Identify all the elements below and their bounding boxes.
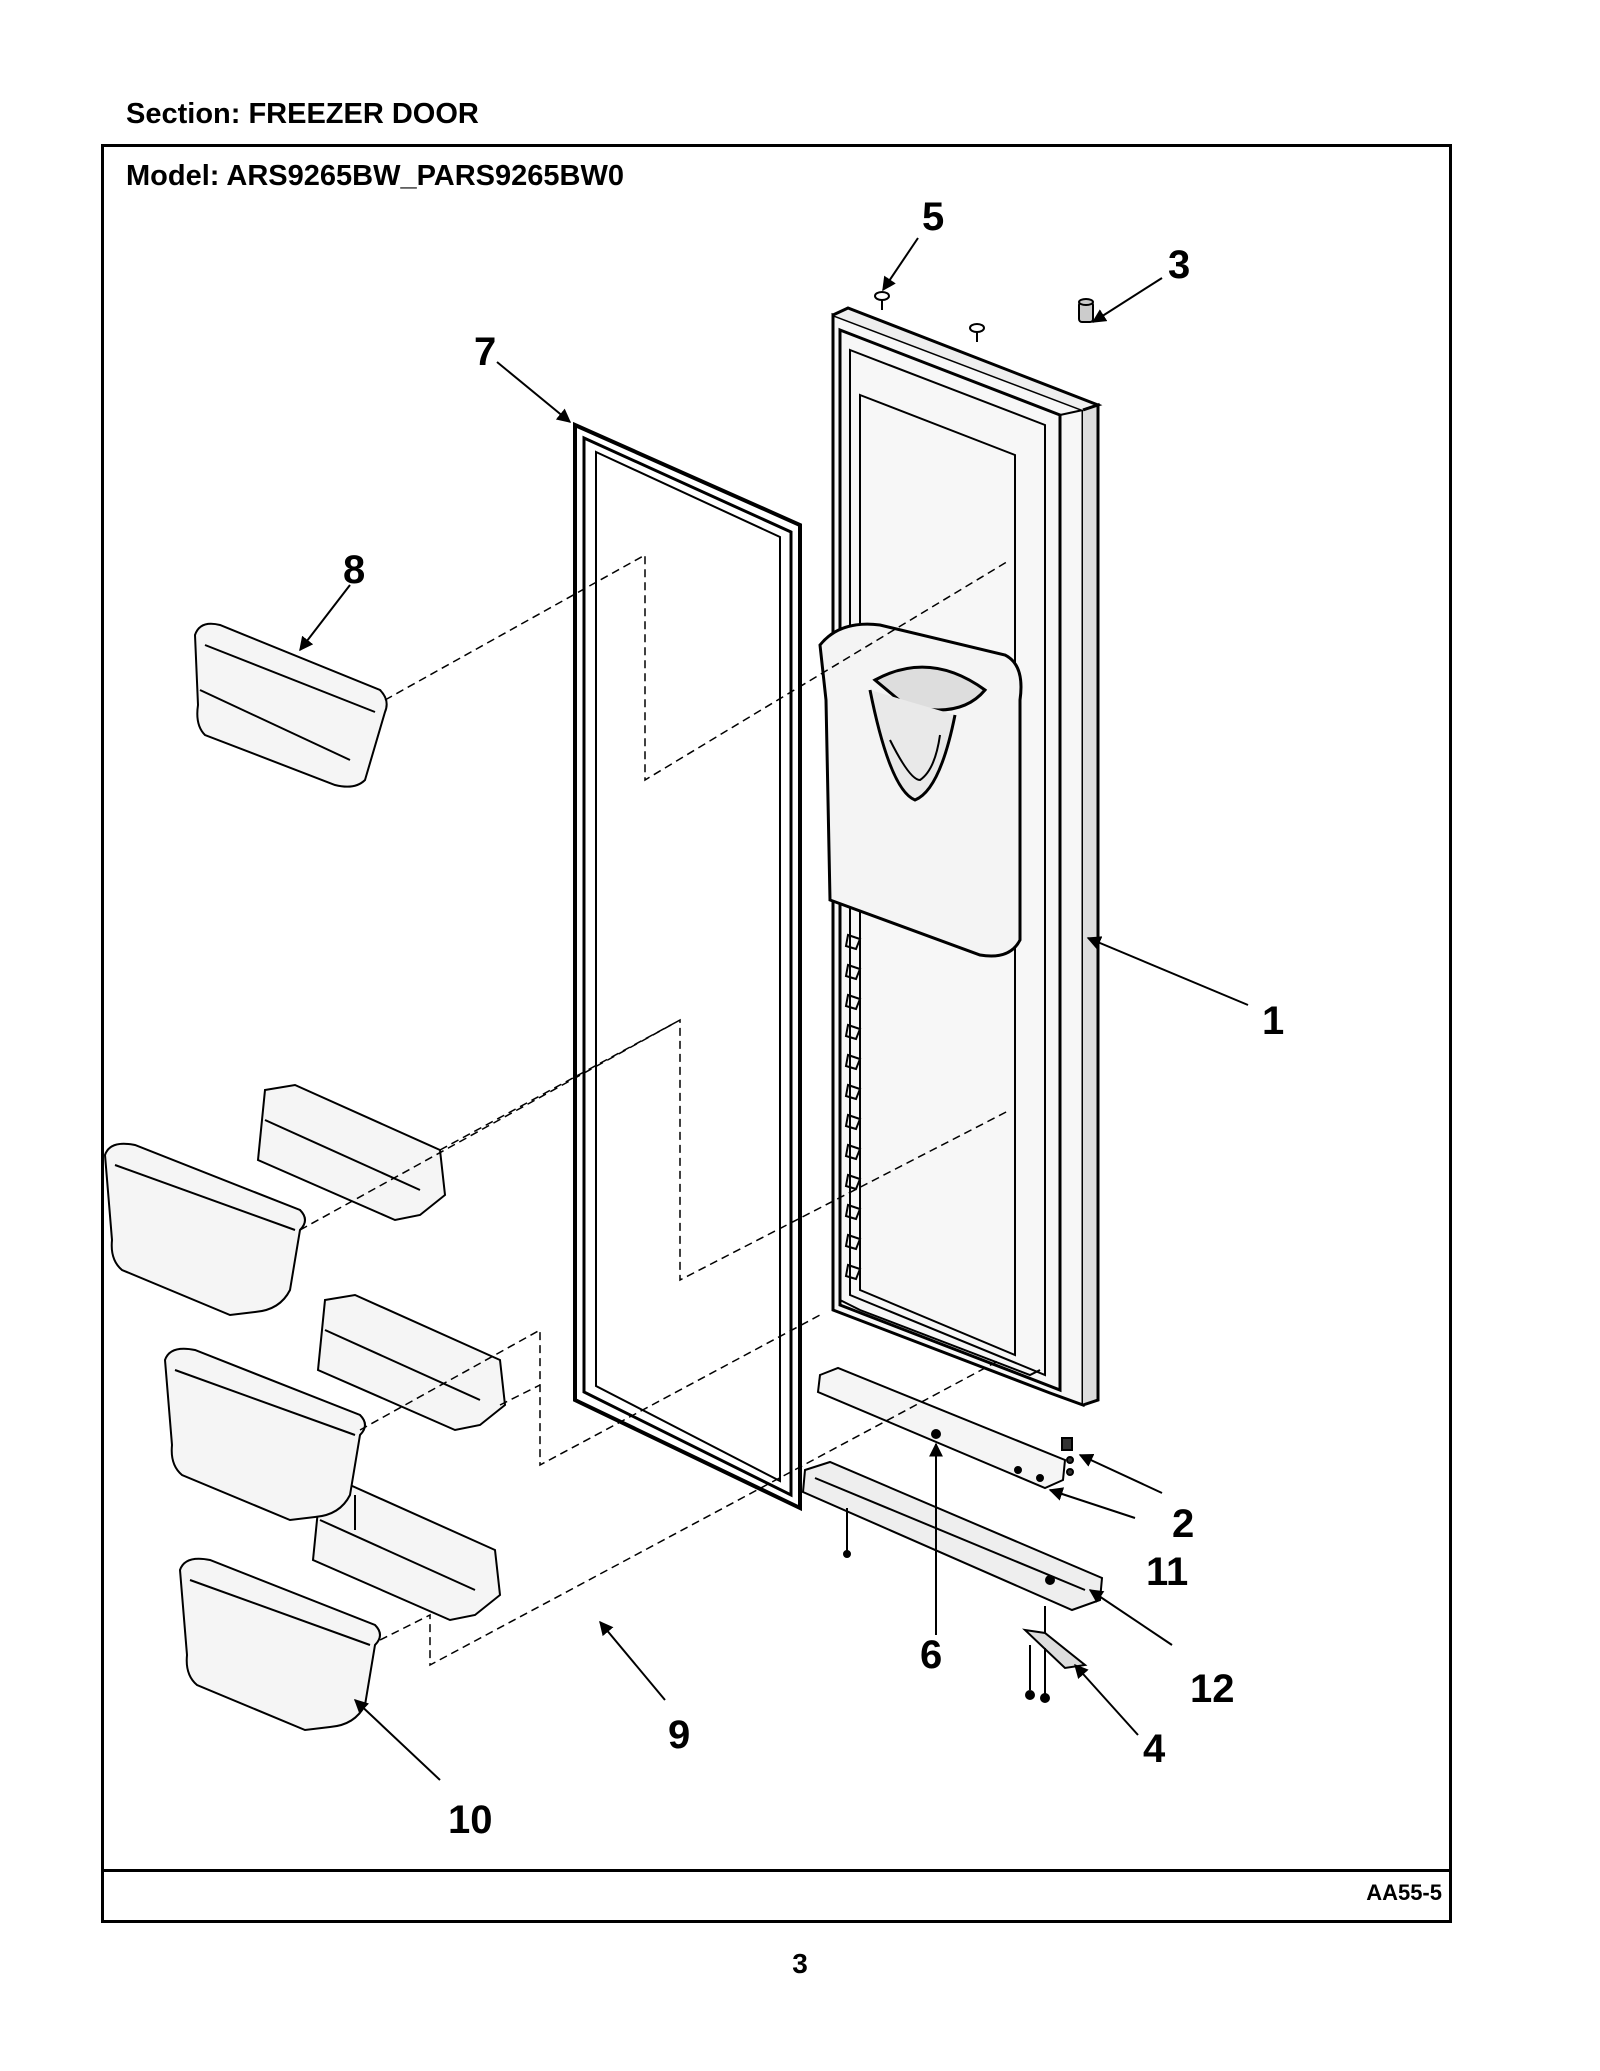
door-shelf-bin	[316, 1293, 507, 1432]
callout-6: 6	[920, 1633, 942, 1677]
freezer-door-assembly	[818, 306, 1103, 1408]
model-title: Model: ARS9265BW_PARS9265BW0	[126, 160, 624, 192]
diagram-frame	[101, 144, 1452, 1923]
callout-1: 1	[1262, 999, 1284, 1043]
callout-3: 3	[1168, 243, 1190, 287]
callout-10: 10	[448, 1798, 493, 1842]
hinge-bushing	[1078, 298, 1094, 323]
door-gasket	[573, 421, 802, 1512]
callout-7: 7	[474, 330, 496, 374]
callout-leaders	[299, 237, 1249, 1781]
page-number: 3	[792, 1948, 808, 1979]
deep-door-bucket	[103, 1142, 381, 1732]
callout-8: 8	[343, 548, 365, 592]
callout-9: 9	[668, 1713, 690, 1757]
callout-4: 4	[1143, 1727, 1166, 1771]
callout-11: 11	[1146, 1550, 1188, 1594]
hinge-screws	[874, 291, 985, 342]
callout-labels: 1 2 3 4 5 6 7 8 9 10 11 12	[343, 195, 1284, 1842]
callout-2: 2	[1172, 1502, 1194, 1546]
bottom-hinge-parts	[1061, 1437, 1074, 1476]
mounting-guide-lines	[299, 553, 1011, 1667]
callout-12: 12	[1190, 1667, 1235, 1711]
diagram-code: AA55-5	[1366, 1880, 1442, 1905]
callout-5: 5	[922, 195, 944, 239]
door-shelf-bin	[256, 1083, 502, 1622]
hinge-bracket-part	[1022, 1628, 1088, 1703]
center-screw	[931, 1429, 941, 1439]
section-title: Section: FREEZER DOOR	[126, 98, 479, 130]
toe-grille	[801, 1460, 1104, 1636]
trim-plate	[816, 1366, 1067, 1490]
frame-footer-divider	[101, 1869, 1452, 1872]
small-dispenser-bin	[193, 622, 388, 788]
